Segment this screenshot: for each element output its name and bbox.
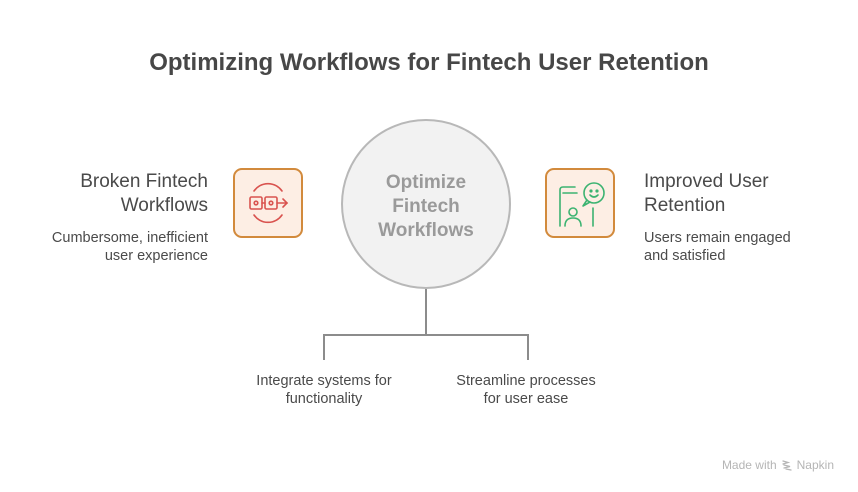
left-title: Broken Fintech Workflows [80, 170, 208, 218]
broken-workflow-icon-box [233, 168, 303, 238]
left-title-line1: Broken Fintech [80, 171, 208, 192]
central-concept-circle: Optimize Fintech Workflows [341, 119, 511, 289]
connector-horizontal [323, 334, 529, 336]
napkin-brand-label: Napkin [796, 458, 834, 472]
branch-streamline: Streamline processes for user ease [426, 372, 626, 408]
center-line2: Fintech [392, 196, 460, 217]
branch-streamline-line1: Streamline processes [456, 373, 596, 389]
right-desc-line2: and satisfied [644, 248, 726, 264]
branch-integrate: Integrate systems for functionality [224, 372, 424, 408]
happy-user-icon-box [545, 168, 615, 238]
connector-stem [425, 289, 427, 335]
center-line1: Optimize [385, 172, 467, 193]
right-description: Users remain engaged and satisfied [644, 229, 791, 265]
napkin-logo-icon [781, 460, 792, 471]
right-title: Improved User Retention [644, 170, 769, 218]
right-title-line2: Retention [644, 195, 726, 216]
made-with-napkin-badge[interactable]: Made with Napkin [722, 458, 834, 472]
central-concept-label: Optimize Fintech Workflows [343, 171, 509, 243]
connector-right-drop [527, 334, 529, 360]
branch-streamline-line2: for user ease [483, 391, 569, 407]
made-with-label: Made with [721, 458, 777, 472]
left-desc-line1: Cumbersome, inefficient [51, 230, 208, 246]
left-desc-line2: user experience [104, 248, 208, 264]
center-line3: Workflows [378, 220, 474, 241]
right-desc-line1: Users remain engaged [644, 230, 791, 246]
left-title-line2: Workflows [120, 195, 208, 216]
happy-user-icon [559, 182, 605, 227]
broken-workflow-icon [249, 182, 289, 224]
connector-left-drop [323, 334, 325, 360]
diagram-title: Optimizing Workflows for Fintech User Re… [149, 49, 709, 76]
left-description: Cumbersome, inefficient user experience [52, 229, 208, 265]
right-title-line1: Improved User [644, 171, 769, 192]
branch-integrate-line2: functionality [285, 391, 363, 407]
branch-integrate-line1: Integrate systems for [256, 373, 392, 389]
